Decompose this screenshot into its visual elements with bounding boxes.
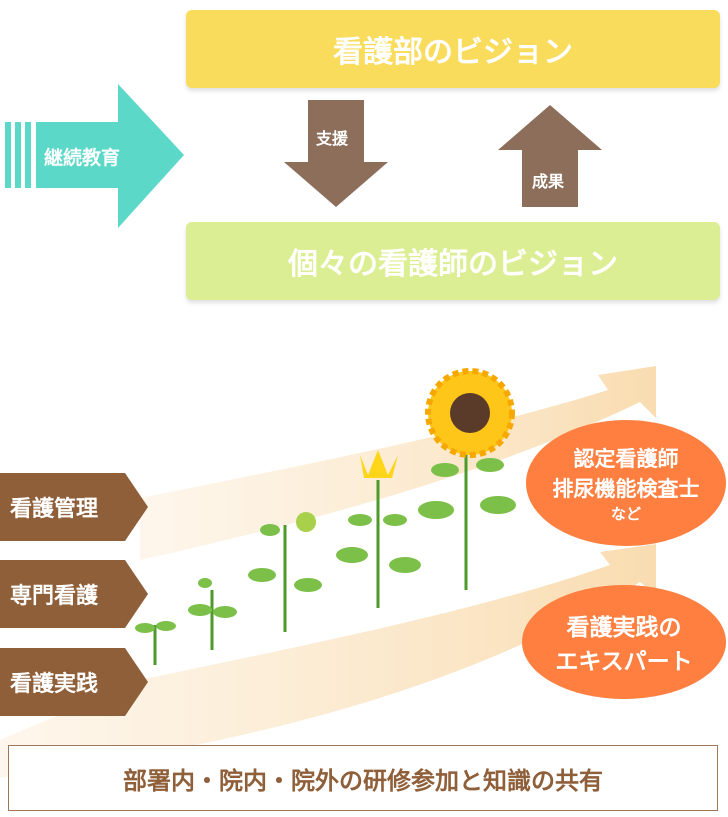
track-specialty-nursing: 専門看護	[0, 560, 148, 628]
goal-lower-line1: 看護実践の	[566, 615, 682, 641]
individual-nurse-vision-box: 個々の看護師のビジョン	[186, 222, 720, 300]
goal-upper-line1: 認定看護師	[573, 446, 679, 471]
goal-lower-line2: エキスパート	[555, 649, 693, 675]
support-arrow	[284, 100, 388, 207]
track-nursing-management: 看護管理	[0, 473, 148, 541]
goal-upper-line3: など	[610, 504, 641, 523]
department-vision-box: 看護部のビジョン	[186, 10, 720, 88]
continuing-education-arrow	[5, 84, 184, 228]
support-label: 支援	[316, 129, 349, 148]
sunflower-growth-icon	[135, 368, 516, 665]
goal-upper-line2: 排尿機能検査士	[552, 476, 700, 501]
goal-practice-expert: 看護実践の エキスパート	[522, 585, 726, 699]
track-nursing-practice: 看護実践	[0, 648, 148, 716]
growth-arrow-upper	[140, 366, 656, 560]
result-label: 成果	[532, 172, 565, 191]
goal-certified-nurse: 認定看護師 排尿機能検査士 など	[526, 420, 726, 546]
result-arrow	[498, 105, 602, 207]
growth-arrow-lower	[0, 544, 656, 778]
foundation-box: 部署内・院内・院外の研修参加と知識の共有	[8, 745, 718, 811]
continuing-education-label: 継続教育	[44, 147, 121, 169]
